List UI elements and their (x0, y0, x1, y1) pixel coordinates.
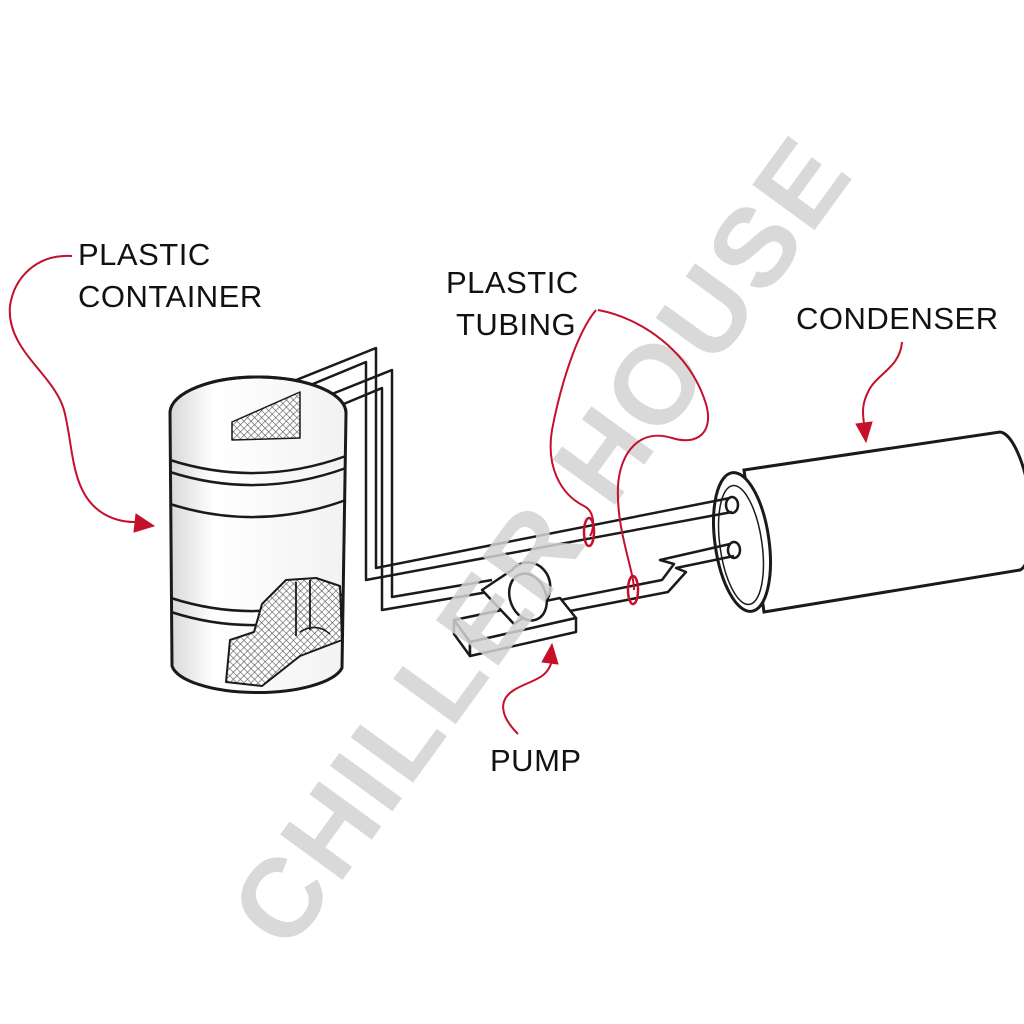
label-plastic-container-line1: PLASTIC (78, 237, 211, 272)
pointer-pump (502, 642, 559, 735)
label-plastic-tubing: PLASTIC TUBING (446, 262, 579, 346)
label-condenser: CONDENSER (796, 298, 999, 340)
label-pump-text: PUMP (490, 743, 582, 778)
condenser-cylinder (712, 430, 1024, 614)
pointer-condenser (855, 341, 903, 444)
label-condenser-text: CONDENSER (796, 301, 999, 336)
label-plastic-container-line2: CONTAINER (78, 279, 263, 314)
plastic-container (168, 375, 348, 695)
label-plastic-container: PLASTIC CONTAINER (78, 234, 263, 318)
label-pump: PUMP (490, 740, 582, 782)
label-plastic-tubing-line2: TUBING (456, 307, 577, 342)
label-plastic-tubing-line1: PLASTIC (446, 265, 579, 300)
pump (452, 561, 578, 658)
pointer-container (8, 254, 156, 533)
pointer-tubing (549, 309, 709, 606)
